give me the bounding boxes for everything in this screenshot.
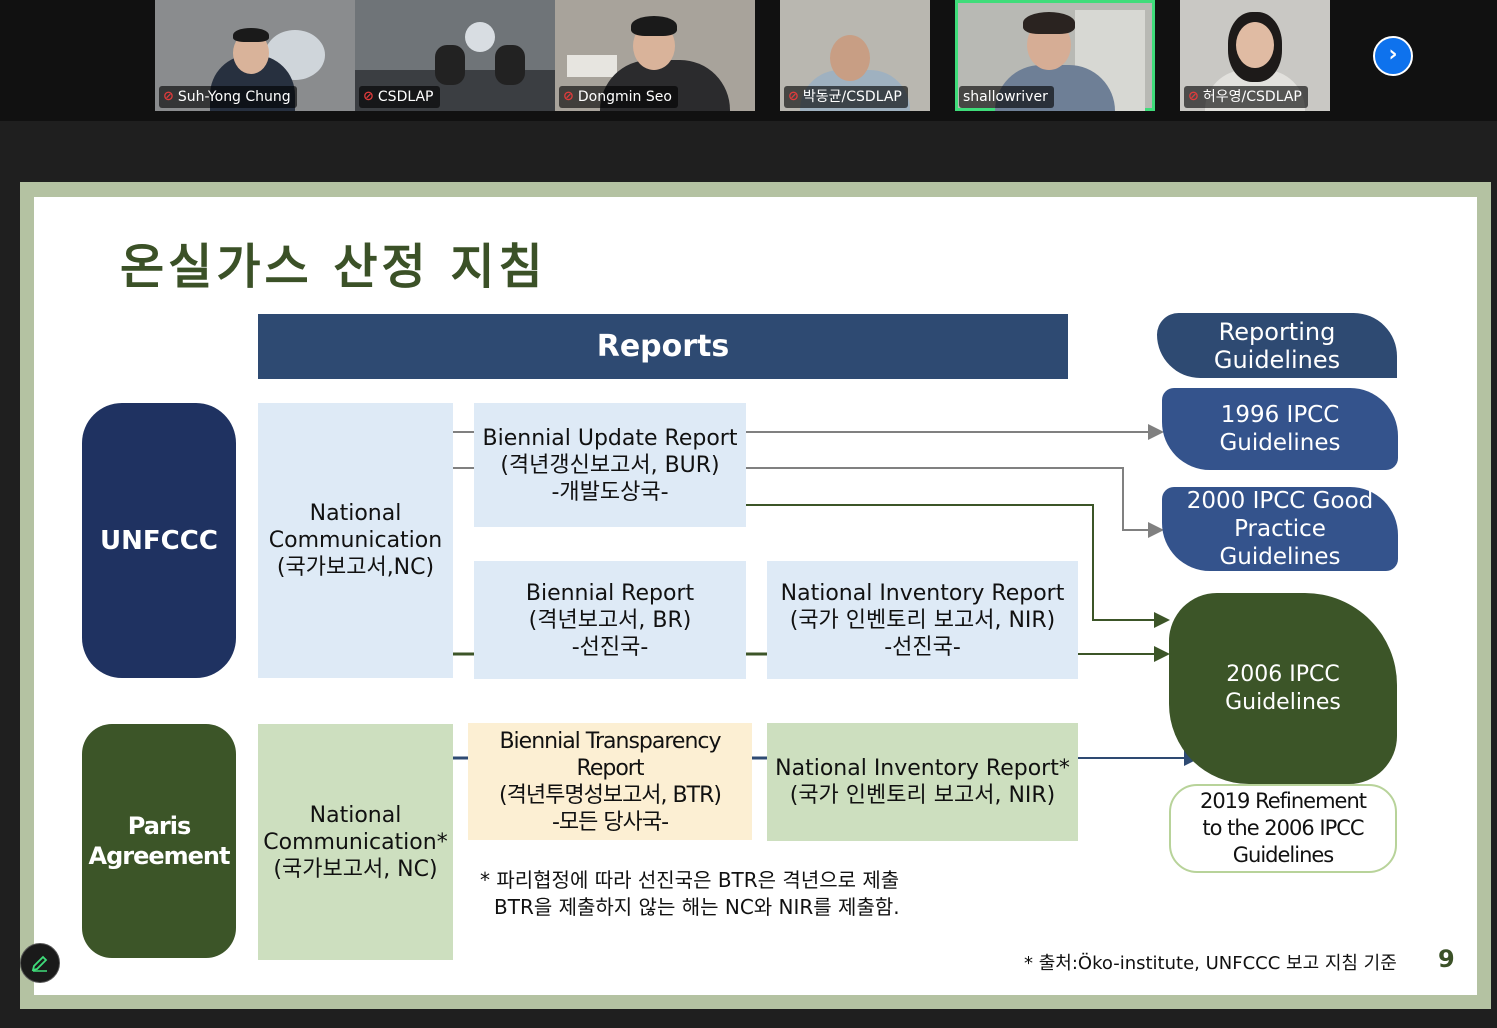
national-inventory-report-unfccc: National Inventory Report (국가 인벤토리 보고서, … xyxy=(767,561,1078,679)
participant-name-label: ⊘Dongmin Seo xyxy=(559,86,678,108)
connector-arrow xyxy=(746,467,1164,538)
participant-tile[interactable]: ⊘허우영/CSDLAP xyxy=(1180,0,1330,111)
annotate-button[interactable] xyxy=(20,943,60,983)
next-page-button[interactable]: › xyxy=(1373,36,1413,76)
participant-name-label: ⊘허우영/CSDLAP xyxy=(1184,86,1308,108)
chevron-right-icon: › xyxy=(1388,42,1398,67)
participant-tile[interactable]: ⊘CSDLAP xyxy=(355,0,555,111)
connector-lines xyxy=(453,424,1200,766)
muted-mic-icon: ⊘ xyxy=(163,89,174,104)
ipcc-2019-refinement: 2019 Refinement to the 2006 IPCC Guideli… xyxy=(1169,784,1397,873)
national-communication-unfccc: National Communication (국가보고서,NC) xyxy=(258,403,453,678)
muted-mic-icon: ⊘ xyxy=(563,89,574,104)
national-inventory-report-paris: National Inventory Report* (국가 인벤토리 보고서,… xyxy=(767,723,1078,841)
participant-tile[interactable]: ⊘Dongmin Seo xyxy=(555,0,755,111)
muted-mic-icon: ⊘ xyxy=(363,89,374,104)
participant-name-label: shallowriver xyxy=(959,86,1054,108)
ipcc-2006-guidelines: 2006 IPCC Guidelines xyxy=(1169,593,1397,784)
slide-page-number: 9 xyxy=(1438,945,1455,973)
pen-icon xyxy=(31,955,48,972)
muted-mic-icon: ⊘ xyxy=(788,89,799,104)
reports-header: Reports xyxy=(258,314,1068,379)
ipcc-2000-good-practice-guidelines: 2000 IPCC Good Practice Guidelines xyxy=(1162,487,1398,571)
video-strip: ⊘Suh-Yong Chung ⊘CSDLAP ⊘Dongmin Seo ⊘박동… xyxy=(0,0,1497,121)
footnote: * 파리협정에 따라 선진국은 BTR은 격년으로 제출 BTR을 제출하지 않… xyxy=(480,868,900,919)
participant-name-label: ⊘박동균/CSDLAP xyxy=(784,86,908,108)
participant-tile[interactable]: ⊘Suh-Yong Chung xyxy=(155,0,355,111)
biennial-transparency-report: Biennial Transparency Report (격년투명성보고서, … xyxy=(468,723,752,840)
reporting-guidelines-header: Reporting Guidelines xyxy=(1157,313,1397,378)
national-communication-paris: National Communication* (국가보고서, NC) xyxy=(258,724,453,960)
ipcc-1996-guidelines: 1996 IPCC Guidelines xyxy=(1162,388,1398,470)
slide-title: 온실가스 산정 지침 xyxy=(120,239,547,295)
biennial-update-report: Biennial Update Report (격년갱신보고서, BUR) -개… xyxy=(474,403,746,527)
participant-tile[interactable]: ⊘박동균/CSDLAP xyxy=(780,0,930,111)
presentation-slide: 온실가스 산정 지침 Reports Reporting Guidelines xyxy=(34,197,1477,995)
participant-name-label: ⊘Suh-Yong Chung xyxy=(159,86,297,108)
muted-mic-icon: ⊘ xyxy=(1188,89,1199,104)
source-citation: * 출처:Öko-institute, UNFCCC 보고 지침 기준 xyxy=(1024,953,1397,974)
connector-arrow xyxy=(746,504,1170,628)
unfccc-label: UNFCCC xyxy=(82,403,236,678)
biennial-report: Biennial Report (격년보고서, BR) -선진국- xyxy=(474,561,746,679)
participant-name-label: ⊘CSDLAP xyxy=(359,86,440,108)
participant-tile-active[interactable]: shallowriver xyxy=(955,0,1155,111)
paris-agreement-label: Paris Agreement xyxy=(82,724,236,958)
video-feed xyxy=(955,0,1155,111)
